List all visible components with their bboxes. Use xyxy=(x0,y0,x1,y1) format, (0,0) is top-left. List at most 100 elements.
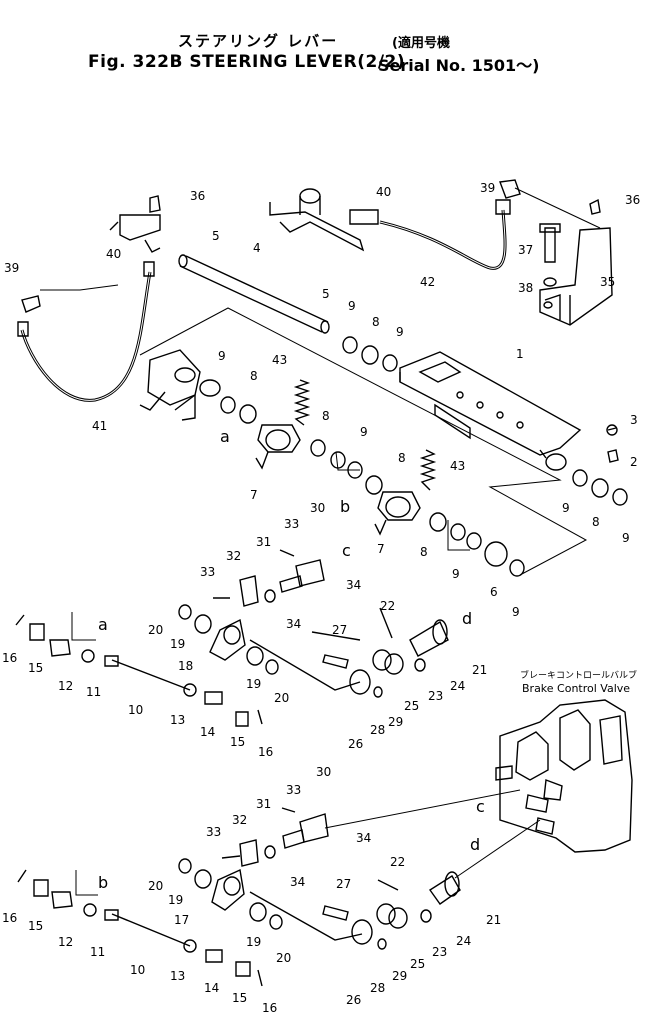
callout-22: 22 xyxy=(380,599,395,613)
callout-35: 35 xyxy=(600,275,615,289)
callout-6: 6 xyxy=(490,585,498,599)
callout-21: 21 xyxy=(472,663,487,677)
callout-8c: 8 xyxy=(322,409,330,423)
left-bracket xyxy=(139,349,221,421)
callout-8f: 8 xyxy=(592,515,600,529)
brake-control-valve xyxy=(495,699,633,853)
callout-8d: 8 xyxy=(398,451,406,465)
callout-26c: 26 xyxy=(346,993,361,1007)
callout-2: 2 xyxy=(630,455,638,469)
callout-16: 16 xyxy=(2,651,17,665)
callout-15b: 15 xyxy=(230,735,245,749)
callout-20b: 20 xyxy=(274,691,289,705)
callout-9f: 9 xyxy=(622,531,630,545)
callout-27: 27 xyxy=(332,623,347,637)
serial-number: Serial No. 1501～) xyxy=(378,56,540,75)
grease-fitting-left xyxy=(109,195,161,253)
callout-21c: 21 xyxy=(486,913,501,927)
callout-37: 37 xyxy=(518,243,533,257)
callout-43: 43 xyxy=(272,353,287,367)
callout-26: 26 xyxy=(348,737,363,751)
linkage-assembly-b xyxy=(17,807,461,987)
callout-33d: 33 xyxy=(206,825,221,839)
callout-20c: 20 xyxy=(148,879,163,893)
callout-9g: 9 xyxy=(452,567,460,581)
callout-15c: 15 xyxy=(28,919,43,933)
callout-12: 12 xyxy=(58,679,73,693)
callout-23c: 23 xyxy=(432,945,447,959)
grease-fitting-right xyxy=(589,198,601,215)
callout-28c: 28 xyxy=(370,981,385,995)
callout-31c: 31 xyxy=(256,797,271,811)
callout-29: 29 xyxy=(388,715,403,729)
callout-13c: 13 xyxy=(170,969,185,983)
callout-9b: 9 xyxy=(396,325,404,339)
callout-25: 25 xyxy=(404,699,419,713)
spring-upper xyxy=(293,379,311,426)
callout-10c: 10 xyxy=(130,963,145,977)
callout-8e: 8 xyxy=(420,545,428,559)
callout-13: 13 xyxy=(170,713,185,727)
lever-bracket-plate xyxy=(399,351,582,471)
callout-9c: 9 xyxy=(218,349,226,363)
callout-36: 36 xyxy=(190,189,205,203)
ref-c-valve: c xyxy=(476,797,485,816)
callout-16d: 16 xyxy=(262,1001,277,1014)
callout-9e: 9 xyxy=(562,501,570,515)
elbow-fitting-right xyxy=(499,179,521,199)
valve-label: Brake Control Valve xyxy=(522,682,630,695)
callout-20: 20 xyxy=(148,623,163,637)
callout-11: 11 xyxy=(86,685,101,699)
callout-28: 28 xyxy=(370,723,385,737)
callout-32: 32 xyxy=(226,549,241,563)
callout-41: 41 xyxy=(92,419,107,433)
ref-b-lower: b xyxy=(98,873,108,892)
callout-29c: 29 xyxy=(392,969,407,983)
callout-20d: 20 xyxy=(276,951,291,965)
callout-25c: 25 xyxy=(410,957,425,971)
washer-3 xyxy=(606,424,618,436)
callout-33b: 33 xyxy=(200,565,215,579)
ref-a-mid: a xyxy=(98,615,108,634)
washer-38 xyxy=(543,277,557,287)
callout-34c: 34 xyxy=(356,831,371,845)
callout-14c: 14 xyxy=(204,981,219,995)
callout-10: 10 xyxy=(128,703,143,717)
pivot-shaft xyxy=(178,254,330,334)
ref-d-valve: d xyxy=(470,835,480,854)
spring-lower xyxy=(419,449,437,491)
serial-label-japanese: (適用号機 xyxy=(392,36,450,51)
callout-30c: 30 xyxy=(316,765,331,779)
callout-32c: 32 xyxy=(232,813,247,827)
callout-5b: 5 xyxy=(322,287,330,301)
lever-arm-lower xyxy=(374,491,421,536)
callout-42: 42 xyxy=(420,275,435,289)
mounting-bracket xyxy=(539,227,613,326)
callout-30: 30 xyxy=(310,501,325,515)
callout-19: 19 xyxy=(170,637,185,651)
callout-15d: 15 xyxy=(232,991,247,1005)
callout-19c: 19 xyxy=(168,893,183,907)
ref-a-upper: a xyxy=(220,427,230,446)
callout-17: 17 xyxy=(174,913,189,927)
linkage-assembly-a xyxy=(15,549,449,727)
callout-34d: 34 xyxy=(290,875,305,889)
bushing-set-upper xyxy=(220,336,628,577)
callout-22c: 22 xyxy=(390,855,405,869)
callout-15: 15 xyxy=(28,661,43,675)
callout-43b: 43 xyxy=(450,459,465,473)
lever-arm-upper xyxy=(255,424,301,470)
callout-14: 14 xyxy=(200,725,215,739)
serial-applicability: (適用号機 Serial No. 1501～) xyxy=(378,32,539,76)
callout-40b: 40 xyxy=(376,185,391,199)
callout-9: 9 xyxy=(348,299,356,313)
callout-9h: 9 xyxy=(512,605,520,619)
bolt-37 xyxy=(539,223,561,263)
callout-5: 5 xyxy=(212,229,220,243)
callout-3: 3 xyxy=(630,413,638,427)
callout-18: 18 xyxy=(178,659,193,673)
callout-39: 39 xyxy=(4,261,19,275)
callout-12c: 12 xyxy=(58,935,73,949)
ref-d-upper: d xyxy=(462,609,472,628)
